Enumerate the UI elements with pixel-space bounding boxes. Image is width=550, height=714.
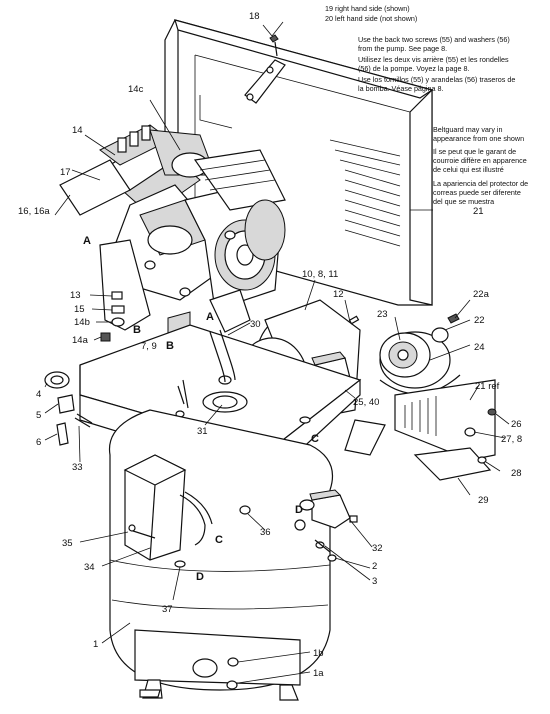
screw-note-line-2: from the pump. See page 8. <box>358 44 447 53</box>
callout-4: 4 <box>36 389 41 400</box>
callout-10-8-11: 10, 8, 11 <box>302 269 338 280</box>
fitting-36 <box>239 505 251 515</box>
callout-23: 23 <box>377 309 388 320</box>
callout-27-8: 27, 8 <box>501 434 522 445</box>
callout-29: 29 <box>478 495 489 506</box>
screw-note-line-3: Utilisez les deux vis arrière (55) et le… <box>358 55 509 64</box>
callout-3: 3 <box>372 576 377 587</box>
discharge-tube <box>209 329 236 383</box>
callout-22: 22 <box>474 315 485 326</box>
callout-15: 15 <box>74 304 85 315</box>
callout-C-2: C <box>215 534 223 546</box>
beltguard-note-line-5: de celui qui est illustré <box>433 165 504 174</box>
callout-1b: 1b <box>313 648 324 659</box>
callout-14b: 14b <box>74 317 90 328</box>
screw-note-line-6: la bomba. Véase página 8. <box>358 84 444 93</box>
callout-21: 21 <box>473 206 484 217</box>
callout-33: 33 <box>72 462 83 473</box>
callout-B-2: B <box>166 340 174 352</box>
callout-31: 31 <box>197 426 208 437</box>
guard-bracket <box>244 34 286 104</box>
callout-17: 17 <box>60 167 71 178</box>
beltguard-note-line-8: del que se muestra <box>433 197 494 206</box>
screw-note-line-5: Use los tornillos (55) y arandelas (56) … <box>358 75 515 84</box>
callout-26: 26 <box>511 419 522 430</box>
callout-A-2: A <box>206 311 214 323</box>
flywheel <box>379 313 461 395</box>
callout-7-9: 7, 9 <box>141 341 157 352</box>
callout-14a: 14a <box>72 335 89 346</box>
beltguard-note-line-7: correas puede ser diferente <box>433 188 521 197</box>
callout-C-1: C <box>311 433 319 445</box>
beltguard-note-line-4: courroie diffère en apparence <box>433 156 527 165</box>
callout-25-40: 25, 40 <box>353 397 379 408</box>
leader-lines <box>44 21 510 684</box>
beltguard-note-line-6: La apariencia del protector de <box>433 179 528 188</box>
pressure-switch <box>294 489 358 562</box>
beltguard-note-line-2: appearance from one shown <box>433 134 524 143</box>
junction-box <box>123 454 213 568</box>
callout-1a: 1a <box>313 668 324 679</box>
beltguard-note-line-3: Il se peut que le garant de <box>433 147 516 156</box>
callout-1: 1 <box>93 639 98 650</box>
callout-2: 2 <box>372 561 377 572</box>
callout-28: 28 <box>511 468 522 479</box>
screw-note-line-4: (56) de la pompe. Voyez la page 8. <box>358 64 469 73</box>
callout-18: 18 <box>249 11 260 22</box>
callout-13: 13 <box>70 290 81 301</box>
callout-12: 12 <box>333 289 344 300</box>
side-note-left: 20 left hand side (not shown) <box>325 14 417 23</box>
belt-guard-lower <box>394 379 497 481</box>
side-note-right: 19 right hand side (shown) <box>325 4 410 13</box>
screw-note-line-1: Use the back two screws (55) and washers… <box>358 35 510 44</box>
callout-5: 5 <box>36 410 41 421</box>
callout-21-ref: 21 ref <box>475 381 500 392</box>
callout-37: 37 <box>162 604 173 615</box>
fittings-tank-left <box>44 371 93 446</box>
callout-6: 6 <box>36 437 41 448</box>
callout-D-2: D <box>196 571 204 583</box>
fittings-left <box>100 291 125 342</box>
callout-14c: 14c <box>128 84 144 95</box>
beltguard-note-line-1: Beltguard may vary in <box>433 125 503 134</box>
pump-assembly <box>59 124 286 336</box>
callout-34: 34 <box>84 562 95 573</box>
callout-30: 30 <box>250 319 261 330</box>
callout-14: 14 <box>72 125 83 136</box>
callout-22a: 22a <box>473 289 490 300</box>
callout-24: 24 <box>474 342 485 353</box>
callout-36: 36 <box>260 527 271 538</box>
callout-A-1: A <box>83 235 91 247</box>
callout-D-1: D <box>295 504 303 516</box>
callout-B-1: B <box>133 324 141 336</box>
callout-16-16a: 16, 16a <box>18 206 50 217</box>
callout-35: 35 <box>62 538 73 549</box>
callout-32: 32 <box>372 543 383 554</box>
